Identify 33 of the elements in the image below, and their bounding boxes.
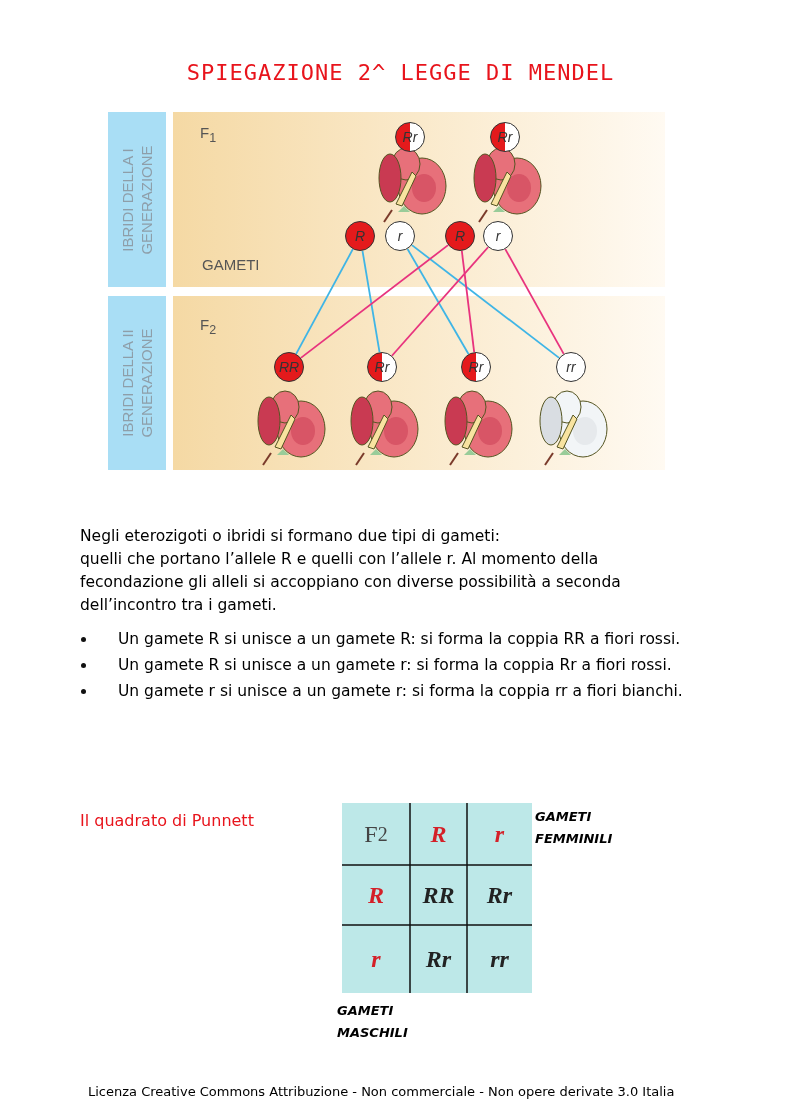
list-item: Un gamete r si unisce a un gamete r: si forma la coppia rr a fiori bianchi. xyxy=(118,682,683,700)
gamete-line xyxy=(460,250,476,353)
license-note: Licenza Creative Commons Attribuzione - Non commerciale - Non opere derivate 3.0 Italia xyxy=(88,1084,675,1099)
table-cell-text: r xyxy=(370,944,382,974)
table-cell-text: rr xyxy=(489,944,510,974)
axis-label: GAMETI FEMMINILI xyxy=(535,808,614,848)
paragraph: Negli eterozigoti o ibridi si formano due tipi di gameti: xyxy=(80,526,501,547)
band-label: IBRIDI DELLA I GENERAZIONE xyxy=(118,143,156,257)
table-cell-text: r xyxy=(493,819,506,849)
gamete-line xyxy=(406,248,470,355)
table-cell-text: Rr xyxy=(424,944,453,974)
gamete-line xyxy=(391,246,489,357)
generation-band xyxy=(108,112,166,287)
title: SPIEGAZIONE 2^ LEGGE DI MENDEL xyxy=(185,60,616,87)
table-cell-text: Rr xyxy=(485,880,514,910)
band-label: IBRIDI DELLA II GENERAZIONE xyxy=(118,327,156,440)
gamete-line xyxy=(300,244,449,359)
axis-label: GAMETI MASCHILI xyxy=(337,1002,409,1042)
gamete-line xyxy=(504,248,565,355)
list-item: Un gamete R si unisce a un gamete R: si forma la coppia RR a fiori rossi. xyxy=(118,630,681,648)
generation-label: F$_{1}$ xyxy=(200,124,217,145)
gamete-line xyxy=(361,249,381,354)
table-cell-text: RR xyxy=(421,880,456,910)
table-cell-text: R xyxy=(429,819,448,849)
paragraph: quelli che portano l’allele R e quelli con l’allele r. Al momento della fecondazione gli alleli si accoppiano con diverse possibilità a seconda dell’incontro tra i gameti. xyxy=(80,549,622,616)
gamete-line xyxy=(295,248,354,355)
gamete-line xyxy=(411,244,560,359)
generation-band xyxy=(108,296,166,470)
generation-label: F$_{2}$ xyxy=(200,316,217,337)
table-cell-text: R xyxy=(367,880,385,910)
panel-label: GAMETI xyxy=(202,256,260,273)
list-item: Un gamete R si unisce a un gamete r: si forma la coppia Rr a fiori rossi. xyxy=(118,656,672,674)
section-heading: Il quadrato di Punnett xyxy=(80,811,254,830)
